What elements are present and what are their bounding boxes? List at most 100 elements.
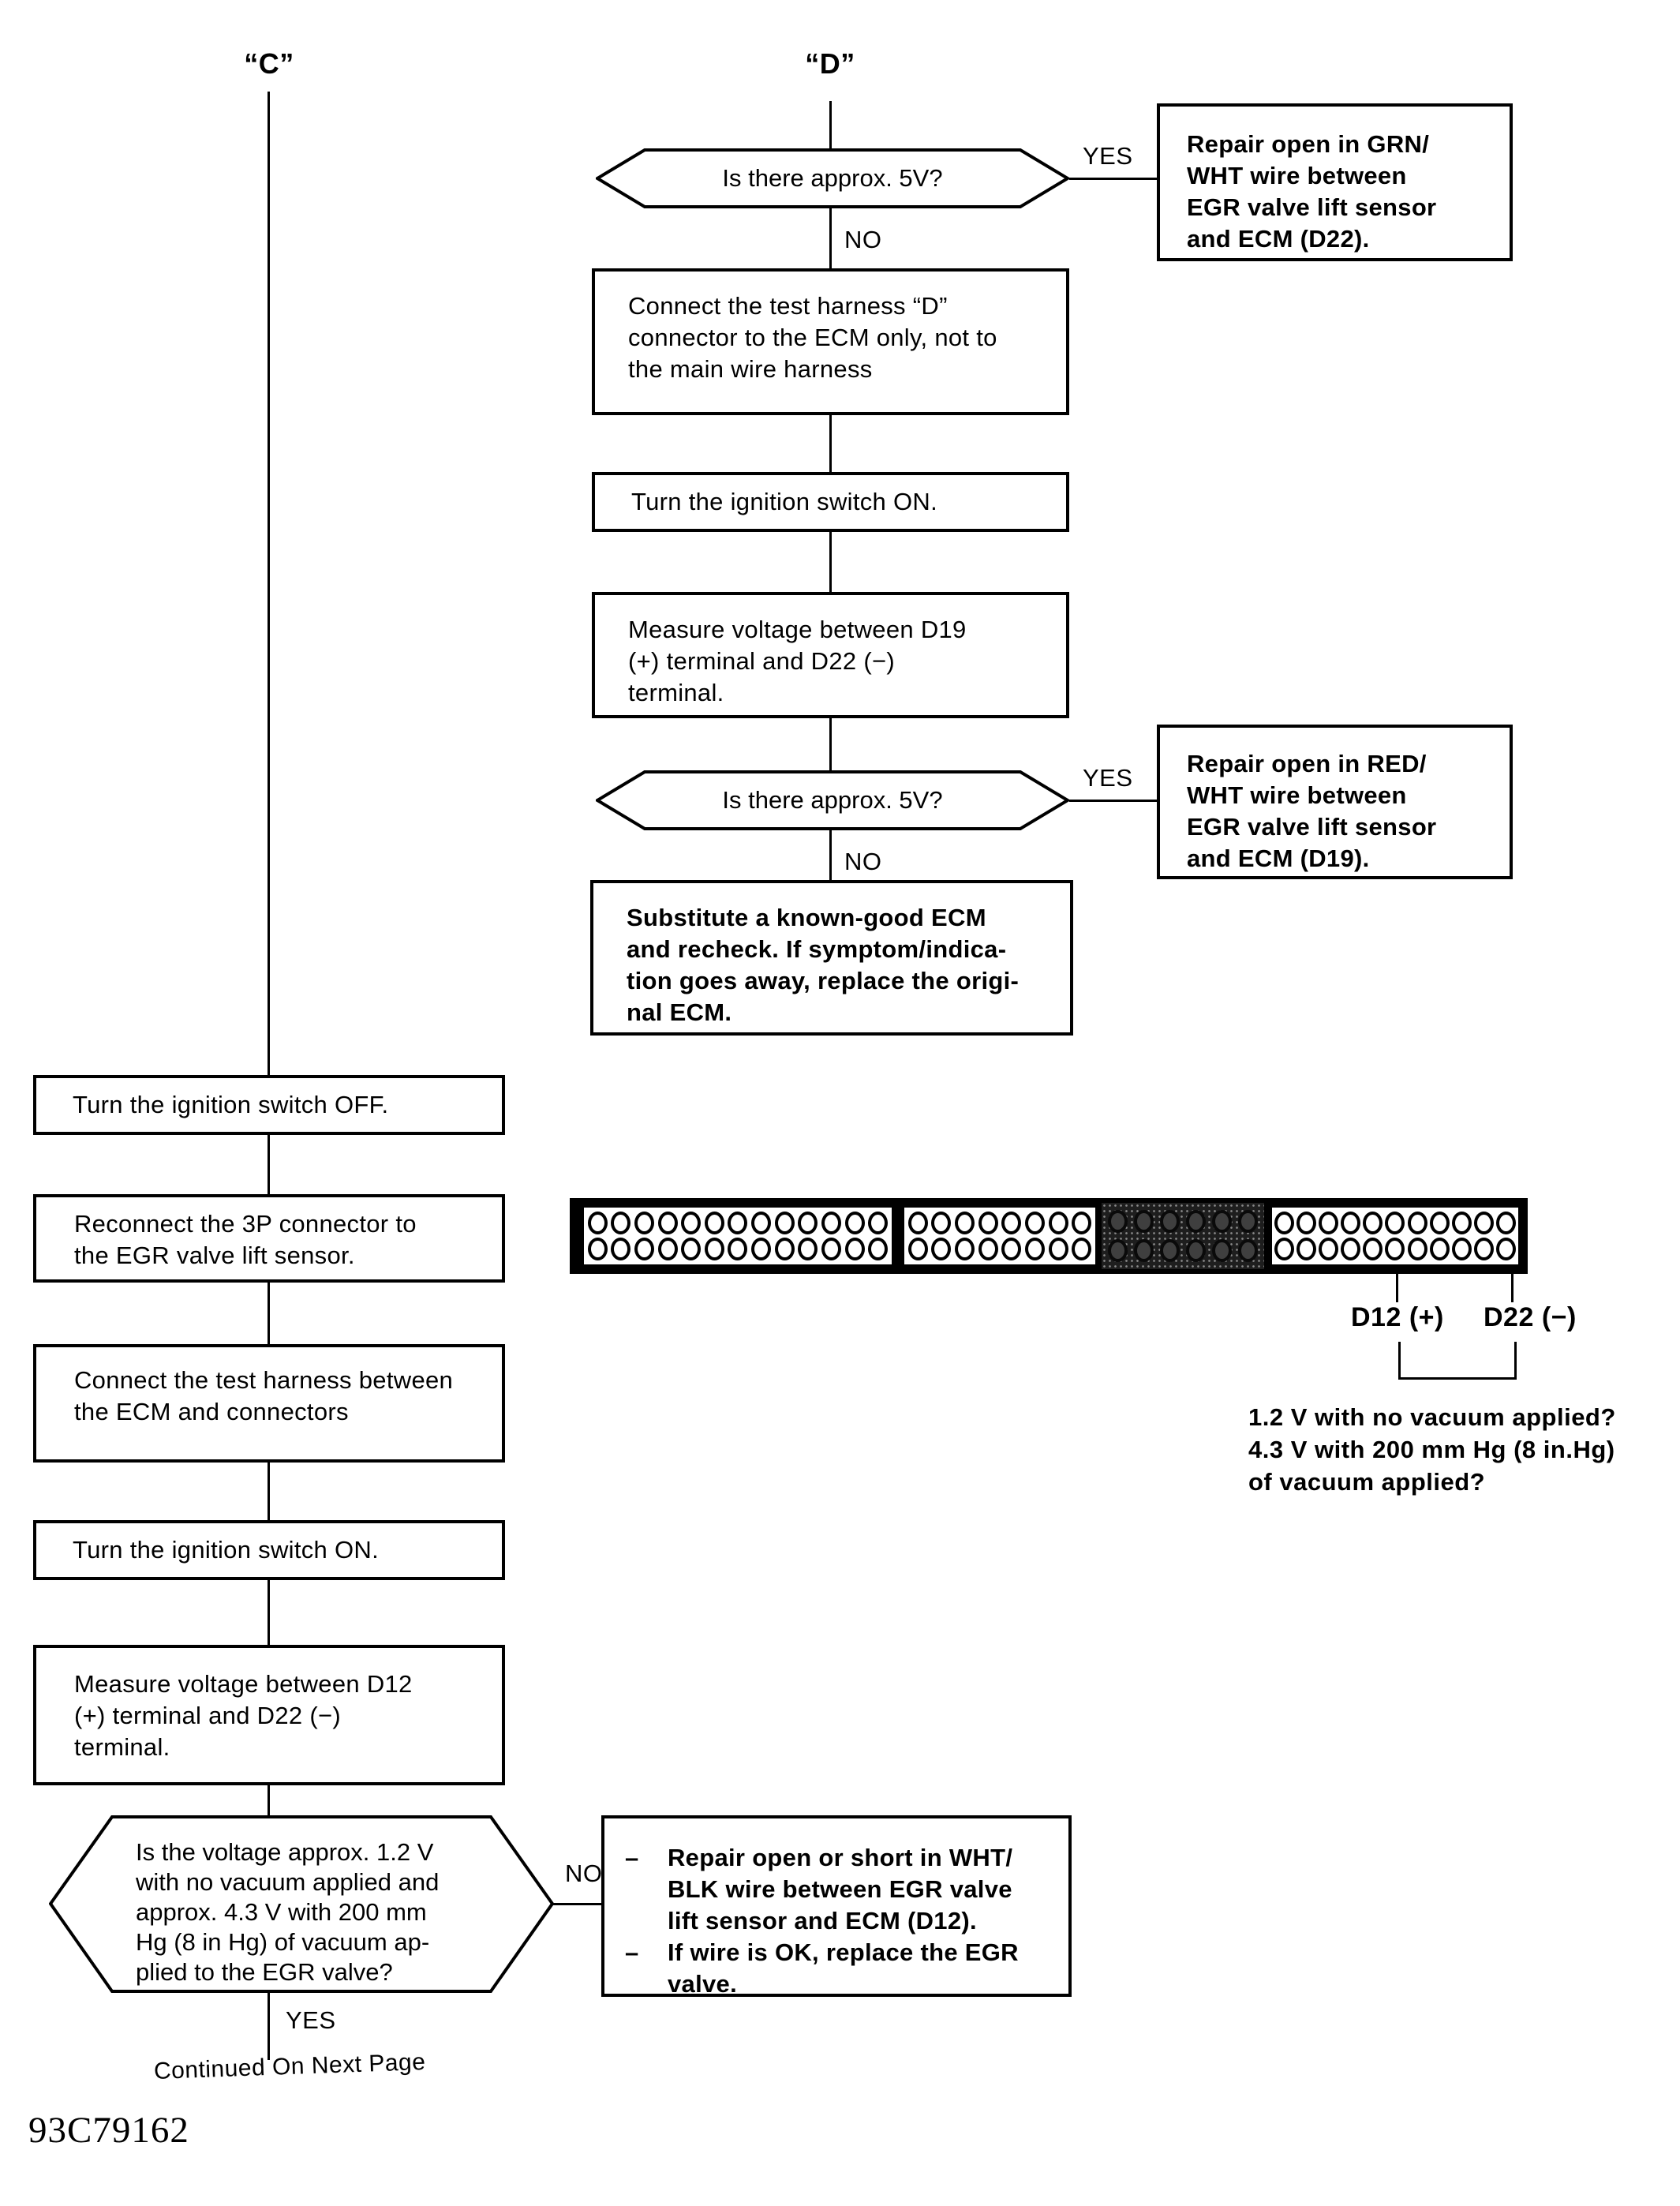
dash-marker: – — [625, 1938, 639, 1966]
branch-label-c: “C” — [244, 47, 294, 80]
flow-line — [268, 1785, 270, 1815]
connector-pin — [1024, 1238, 1045, 1261]
connector-pin — [657, 1238, 678, 1261]
process-connect-test-harness-d: Connect the test harness “D” connector t… — [592, 268, 1069, 415]
flow-line — [829, 415, 832, 472]
connector-pin — [728, 1211, 748, 1234]
connector-pin — [1363, 1238, 1383, 1261]
connector-pin — [774, 1211, 795, 1234]
connector-pin — [1072, 1238, 1092, 1261]
process-measure-d12: Measure voltage between D12 (+) terminal… — [33, 1645, 505, 1785]
connector-pin — [1160, 1209, 1180, 1233]
flow-line — [829, 830, 832, 880]
connector-pin — [1451, 1238, 1472, 1261]
connector-pin — [611, 1238, 631, 1261]
connector-pin — [751, 1211, 772, 1234]
connector-pin — [611, 1211, 631, 1234]
flow-line — [268, 1463, 270, 1520]
connector-pin — [1319, 1211, 1339, 1234]
list-item-text: If wire is OK, replace the EGR valve. — [668, 1938, 1019, 1998]
connector-pin — [1001, 1238, 1022, 1261]
action-substitute-ecm: Substitute a known-good ECM and recheck.… — [590, 880, 1073, 1036]
connector-pin — [1385, 1211, 1405, 1234]
connector-pin — [1407, 1238, 1427, 1261]
connector-pin — [1274, 1211, 1295, 1234]
pin-leader-d22 — [1511, 1269, 1513, 1302]
connector-pin — [1341, 1238, 1361, 1261]
connector-pin-row — [584, 1211, 892, 1234]
connector-pin — [728, 1238, 748, 1261]
connector-pin — [1134, 1209, 1154, 1233]
connector-pin — [634, 1211, 654, 1234]
connector-pin — [1495, 1238, 1516, 1261]
connector-pin — [1238, 1209, 1258, 1233]
list-item-text: Repair open or short in WHT/ BLK wire be… — [668, 1844, 1013, 1934]
connector-pin — [798, 1238, 818, 1261]
connector-pin — [1072, 1211, 1092, 1234]
process-measure-d19: Measure voltage between D19 (+) terminal… — [592, 592, 1069, 718]
process-ignition-on-d: Turn the ignition switch ON. — [592, 472, 1069, 532]
flow-line — [268, 1993, 270, 2060]
connector-pin — [1274, 1238, 1295, 1261]
bracket-line — [1514, 1342, 1517, 1380]
connector-pin — [1429, 1211, 1450, 1234]
connector-pin — [1341, 1211, 1361, 1234]
continued-on-next-page: Continued On Next Page — [153, 2048, 426, 2084]
connector-section-b — [901, 1204, 1098, 1268]
connector-pin — [1451, 1211, 1472, 1234]
connector-pin — [1429, 1238, 1450, 1261]
process-reconnect-3p: Reconnect the 3P connector to the EGR va… — [33, 1194, 505, 1283]
process-ignition-on-c: Turn the ignition switch ON. — [33, 1520, 505, 1580]
connector-pin — [1212, 1209, 1232, 1233]
connector-pin — [634, 1238, 654, 1261]
connector-pin-row — [1272, 1238, 1518, 1261]
connector-pin — [1473, 1238, 1494, 1261]
action-repair-wht-blk: – Repair open or short in WHT/ BLK wire … — [601, 1815, 1072, 1998]
hexagon-shape — [49, 1815, 554, 1993]
connector-pin — [587, 1238, 608, 1261]
connector-pin — [1319, 1238, 1339, 1261]
connector-pin — [844, 1211, 865, 1234]
pin-leader-d12 — [1396, 1269, 1398, 1302]
decision-text: Is the voltage approx. 1.2 V with no vac… — [136, 1838, 440, 1986]
no-label: NO — [844, 848, 882, 875]
flow-line — [829, 718, 832, 770]
pin-label-d22: D22 (−) — [1484, 1302, 1577, 1332]
bracket-line — [1398, 1377, 1517, 1380]
connector-section-a — [581, 1204, 895, 1268]
connector-pin-row — [904, 1238, 1095, 1261]
connector-pin — [907, 1238, 928, 1261]
no-label: NO — [565, 1860, 603, 1887]
flow-line — [829, 208, 832, 268]
connector-pin — [844, 1238, 865, 1261]
connector-pin-row — [904, 1211, 1095, 1234]
connector-section-d — [1269, 1204, 1521, 1268]
flow-line — [268, 1283, 270, 1344]
connector-pin — [931, 1211, 952, 1234]
flow-line — [829, 101, 832, 148]
connector-pin — [1160, 1239, 1180, 1263]
pin-label-d12: D12 (+) — [1351, 1302, 1444, 1332]
connector-pin — [587, 1211, 608, 1234]
list-item: – Repair open or short in WHT/ BLK wire … — [625, 1842, 1062, 1937]
connector-pin — [798, 1211, 818, 1234]
connector-pin — [1048, 1238, 1068, 1261]
flow-line — [268, 1135, 270, 1194]
connector-pin — [1495, 1211, 1516, 1234]
process-ignition-off: Turn the ignition switch OFF. — [33, 1075, 505, 1135]
hexagon-shape — [596, 148, 1069, 208]
yes-label: YES — [1083, 764, 1133, 792]
connector-pin-row — [1102, 1209, 1264, 1233]
connector-pin — [704, 1238, 724, 1261]
decision-text: Is there approx. 5V? — [722, 786, 943, 814]
no-label: NO — [844, 226, 882, 253]
yes-label: YES — [286, 2006, 336, 2034]
connector-pin — [978, 1211, 998, 1234]
connector-pin — [751, 1238, 772, 1261]
connector-pin — [1186, 1209, 1206, 1233]
flow-line — [1069, 178, 1157, 180]
connector-pin — [1108, 1239, 1128, 1263]
connector-pin — [1296, 1238, 1317, 1261]
action-repair-grn-wht: Repair open in GRN/ WHT wire between EGR… — [1157, 103, 1513, 261]
decision-voltage: Is the voltage approx. 1.2 V with no vac… — [49, 1815, 554, 1993]
